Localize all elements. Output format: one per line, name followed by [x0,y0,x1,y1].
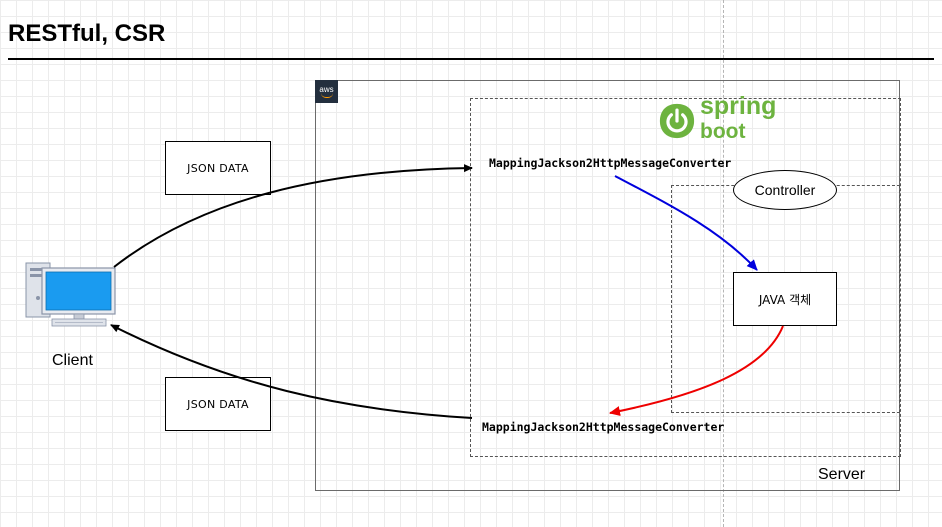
json-data-box-bottom: JSON DATA [165,377,271,431]
spring-wordmark: spring [700,92,777,120]
java-object-box: JAVA 객체 [733,272,837,326]
json-data-label-top: JSON DATA [187,161,249,175]
spring-power-leaf-icon [659,103,695,139]
server-label: Server [818,466,866,483]
aws-smile-mark [320,93,333,98]
controller-label: Controller [754,182,816,198]
json-data-box-top: JSON DATA [165,141,271,195]
boot-wordmark: boot [700,120,746,143]
aws-logo-icon: aws [315,80,338,103]
converter-top-label: MappingJackson2HttpMessageConverter [489,156,732,170]
converter-bottom-label: MappingJackson2HttpMessageConverter [482,420,725,434]
page-title: RESTful, CSR [8,20,166,47]
aws-logo-text: aws [319,84,334,94]
spring-container [470,98,901,457]
client-label: Client [52,352,93,369]
controller-ellipse: Controller [733,170,837,210]
desktop-computer-icon [25,262,116,327]
java-object-label: JAVA 객체 [758,292,812,307]
json-data-label-bottom: JSON DATA [187,397,249,411]
title-divider [8,58,934,60]
